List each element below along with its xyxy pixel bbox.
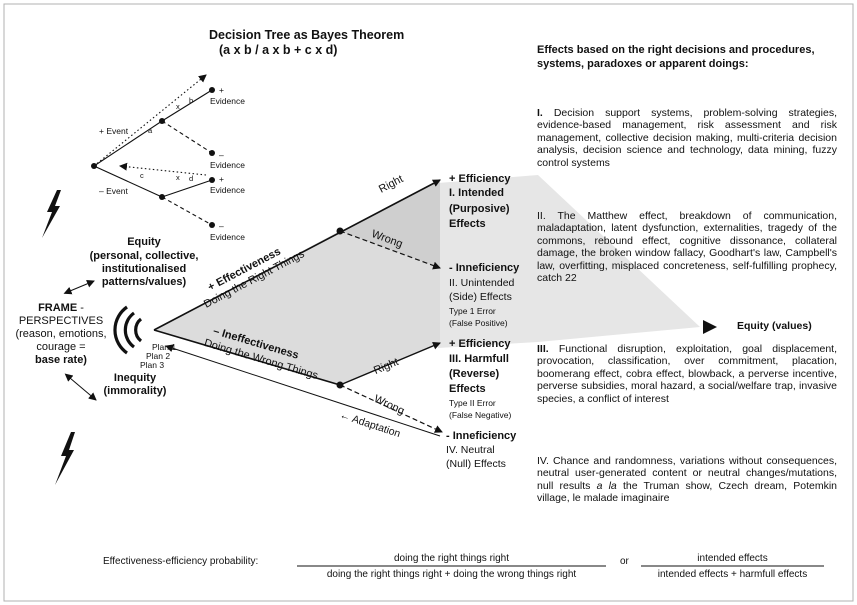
lightning-icon-bottom	[55, 432, 75, 485]
effects-paragraph-3: III. Functional disruption, exploitation…	[537, 343, 837, 405]
outcome-1-line-2: (Purposive)	[449, 203, 510, 215]
formula-or: or	[620, 556, 629, 567]
outcome-3-line-2: (Reverse)	[449, 368, 500, 380]
evidence-sign-4: –	[219, 221, 224, 231]
paragraph-4-text-a: IV. Chance and randomness, variations wi…	[537, 455, 837, 492]
paragraph-1-text: Decision support systems, problem-solvin…	[537, 107, 837, 169]
equity-arrowhead	[703, 320, 717, 334]
frame-line-2: (reason, emotions,	[15, 328, 107, 340]
equity-values-label: Equity (values)	[737, 320, 812, 332]
outcome-4-line-2: (Null) Effects	[446, 458, 506, 470]
outcome-2-small-2: (False Positive)	[449, 318, 508, 328]
outcome-3-small-2: (False Negative)	[449, 410, 512, 420]
evidence-label-4: Evidence	[210, 232, 245, 242]
equity-sub-1: (personal, collective,	[89, 250, 199, 262]
lower-wrong-branch	[339, 384, 443, 433]
prob-b-label: b	[189, 96, 194, 105]
base-rate-label: base rate)	[35, 354, 87, 366]
plan-1-label: Plan 1	[152, 342, 177, 352]
outcome-1-head: + Efficiency	[449, 173, 511, 185]
adaptation-arrow	[165, 344, 441, 437]
right-wedge-shade	[438, 175, 700, 348]
outcome-2-line-1: II. Unintended	[449, 277, 515, 289]
outcome-1-line-1: I. Intended	[449, 187, 504, 199]
plus-event-label: + Event	[99, 126, 129, 136]
effects-paragraph-4: IV. Chance and randomness, variations wi…	[537, 455, 837, 505]
outcome-4-head: - Inneficiency	[446, 430, 517, 442]
equity-sub-2: institutionalised	[101, 263, 187, 275]
formula-numerator-2: intended effects	[697, 553, 768, 564]
effects-paragraph-1: I. Decision support systems, problem-sol…	[537, 107, 837, 169]
x-label-1: x	[176, 102, 180, 111]
upper-wrong-branch	[339, 230, 441, 270]
lightning-icon-top	[42, 190, 61, 238]
inequity-sub: (immorality)	[103, 385, 167, 397]
diagram-title: Decision Tree as Bayes Theorem	[209, 28, 405, 42]
lower-triangle-shade	[154, 231, 440, 385]
paragraph-3-number: III.	[537, 343, 549, 355]
prob-a-label: a	[148, 126, 153, 135]
diagram-formula: (a x b / a x b + c x d)	[219, 43, 338, 57]
outcome-3-head: + Efficiency	[449, 338, 511, 350]
equity-heading: Equity	[127, 236, 161, 248]
outcome-3-line-1: III. Harmfull	[449, 353, 509, 365]
bayes-tree-nodes	[91, 87, 215, 228]
bayes-tree	[93, 74, 213, 226]
lower-node	[336, 381, 344, 389]
formula-numerator-1: doing the right things right	[393, 553, 510, 564]
plan-2-label: Plan 2	[146, 351, 171, 361]
prob-d-label: d	[189, 174, 194, 183]
outcome-2-small-1: Type 1 Error	[449, 306, 496, 316]
frame-bold: FRAME	[38, 302, 78, 314]
paragraph-3-text: Functional disruption, exploitation, goa…	[537, 343, 837, 405]
paragraph-4-text-b: the Truman show, Czech dream, Potemkin v…	[537, 479, 837, 505]
effects-heading: Effects based on the right decisions and…	[537, 44, 815, 70]
equity-frame-arrow	[63, 280, 95, 295]
paragraph-1-number: I.	[537, 107, 543, 119]
frame-line-1: PERSPECTIVES	[18, 315, 104, 327]
lower-right-branch	[339, 342, 441, 386]
outcome-3-line-3: Effects	[449, 383, 486, 395]
evidence-label-3: Evidence	[210, 185, 245, 195]
paragraph-4-italic: a la	[596, 479, 617, 492]
frame-dash: -	[77, 302, 84, 314]
outcome-4-line-1: IV. Neutral	[446, 444, 495, 456]
evidence-sign-2: –	[219, 150, 224, 160]
frame-inequity-arrow	[64, 373, 97, 401]
frame-heading: FRAME -	[8, 302, 114, 314]
page-border	[3, 3, 854, 602]
x-label-2: x	[176, 173, 180, 182]
plan-3-label: Plan 3	[140, 360, 165, 370]
effectiveness-branch	[153, 179, 441, 331]
outcome-3-small-1: Type II Error	[449, 398, 496, 408]
formula-denominator-2: intended effects + harmfull effects	[657, 569, 808, 580]
frame-line-3: courage =	[36, 341, 86, 353]
formula-label: Effectiveness-efficiency probability:	[103, 556, 259, 567]
minus-event-label: – Event	[99, 186, 128, 196]
effects-paragraph-2: II. The Matthew effect, breakdown of com…	[537, 210, 837, 285]
prob-c-label: c	[140, 171, 144, 180]
evidence-label-2: Evidence	[210, 160, 245, 170]
evidence-sign-1: +	[219, 85, 224, 95]
ineffectiveness-branch	[153, 329, 341, 386]
evidence-label-1: Evidence	[210, 96, 245, 106]
plan-signal-icon	[113, 305, 143, 355]
inequity-heading: Inequity	[113, 372, 157, 384]
evidence-sign-3: +	[219, 174, 224, 184]
outcome-2-head: - Inneficiency	[449, 262, 520, 274]
equity-sub-3: patterns/values)	[101, 276, 187, 288]
upper-node	[336, 227, 344, 235]
outcome-2-line-2: (Side) Effects	[449, 291, 512, 303]
formula-denominator-1: doing the right things right + doing the…	[326, 569, 577, 580]
outcome-1-line-3: Effects	[449, 218, 486, 230]
